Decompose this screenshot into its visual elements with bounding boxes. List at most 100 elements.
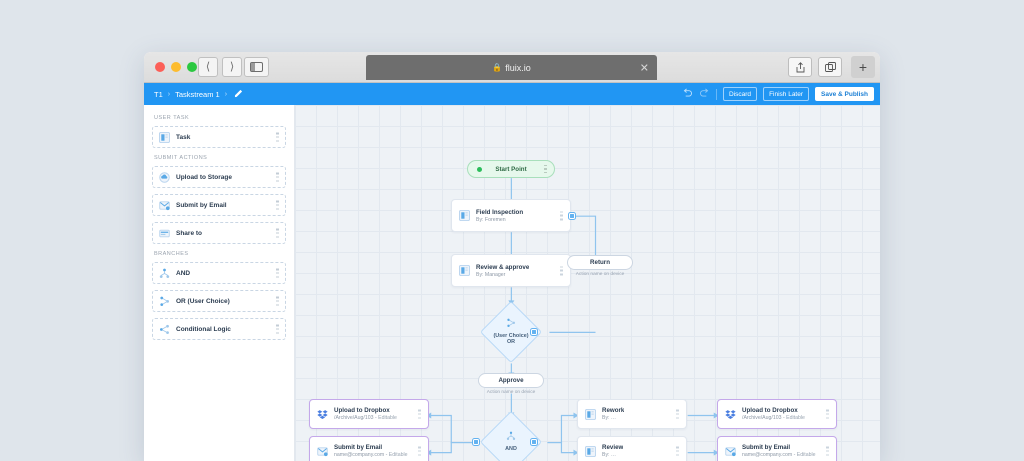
node-return-caption: Action name on device [575, 272, 625, 277]
tool-card-submit-by-email[interactable]: Submit by Email [152, 194, 286, 216]
undo-icon[interactable] [682, 88, 693, 100]
drag-handle-icon[interactable] [276, 324, 279, 334]
node-port-or-right[interactable] [531, 329, 537, 335]
app-header-bar: T1 › Taskstream 1 › [144, 83, 880, 105]
drag-handle-icon[interactable] [826, 409, 829, 419]
node-subtitle: By: … [602, 415, 617, 421]
node-upload-to-dropbox-left[interactable]: Upload to Dropbox /Archive/Aug/103 - Edi… [309, 399, 429, 429]
node-sep: - [793, 452, 796, 458]
node-subtitle: name@company.com - Editable [334, 452, 408, 458]
node-email: name@company.com [742, 452, 793, 458]
new-tab-icon[interactable]: + [851, 56, 875, 78]
drag-handle-icon[interactable] [826, 446, 829, 456]
sidebar-toggle-icon[interactable] [244, 57, 269, 77]
breadcrumb-item-taskstream[interactable]: Taskstream 1 [175, 89, 220, 99]
node-field-inspection[interactable]: Field Inspection By: Foremen [451, 199, 571, 232]
node-upload-to-dropbox-right[interactable]: Upload to Dropbox /Archive/Aug/103 - Edi… [717, 399, 837, 429]
tool-card-upload-to-storage[interactable]: Upload to Storage [152, 166, 286, 188]
node-editable-tag: Editable [388, 452, 408, 458]
node-approve[interactable]: Approve [478, 373, 544, 388]
node-sep: - [374, 415, 377, 421]
node-port-right[interactable] [569, 213, 575, 219]
node-start-point[interactable]: Start Point [467, 160, 555, 178]
node-port-and-left[interactable] [473, 439, 479, 445]
redo-icon[interactable] [699, 88, 710, 100]
drag-handle-icon[interactable] [418, 446, 421, 456]
drag-handle-icon[interactable] [276, 228, 279, 238]
drag-handle-icon[interactable] [276, 172, 279, 182]
node-submit-by-email-right[interactable]: Submit by Email name@company.com - Edita… [717, 436, 837, 461]
drag-handle-icon[interactable] [276, 296, 279, 306]
task-icon [585, 445, 596, 457]
drag-handle-icon[interactable] [276, 200, 279, 210]
drag-handle-icon[interactable] [276, 268, 279, 278]
email-icon [159, 200, 170, 211]
node-title: Submit by Email [742, 444, 791, 451]
email-icon [725, 446, 736, 457]
minimize-window-button[interactable] [171, 62, 181, 72]
drag-handle-icon[interactable] [560, 211, 563, 220]
node-review[interactable]: Review By: … [577, 436, 687, 461]
node-email: name@company.com [334, 452, 385, 458]
discard-button[interactable]: Discard [723, 87, 758, 101]
node-sep: - [782, 415, 785, 421]
node-subtitle: By: Foremen [476, 216, 506, 223]
node-title: Field Inspection [476, 208, 524, 216]
node-title: Upload to Dropbox [742, 407, 798, 414]
node-subtitle: /Archive/Aug/103 - Editable [334, 415, 397, 421]
drag-handle-icon[interactable] [418, 409, 421, 419]
tool-card-conditional-logic[interactable]: Conditional Logic [152, 318, 286, 340]
breadcrumb-separator-2: › [224, 90, 228, 98]
breadcrumb: T1 › Taskstream 1 › [154, 89, 243, 100]
finish-later-button[interactable]: Finish Later [763, 87, 810, 101]
workflow-canvas[interactable]: Start Point Field Inspection By: Foremen [295, 105, 880, 461]
tool-card-or-user-choice[interactable]: OR (User Choice) [152, 290, 286, 312]
drag-handle-icon[interactable] [676, 446, 679, 456]
node-title: Rework [602, 407, 625, 414]
drag-handle-icon[interactable] [676, 409, 679, 419]
node-subtitle: name@company.com - Editable [742, 452, 816, 458]
drag-handle-icon[interactable] [560, 266, 563, 275]
tools-sidebar: USER TASK Task SUBMIT ACTIONS [144, 105, 295, 461]
share-to-icon [159, 228, 170, 239]
window-traffic-lights [155, 62, 197, 72]
save-publish-button[interactable]: Save & Publish [815, 87, 874, 101]
tool-card-share-to[interactable]: Share to [152, 222, 286, 244]
panel-group-title-user-task: USER TASK [154, 115, 190, 121]
copy-tabs-icon[interactable] [818, 57, 842, 77]
tool-card-label: AND [176, 269, 191, 277]
forward-icon[interactable]: ⟩ [222, 57, 242, 77]
browser-tab-title: fluix.io [505, 62, 531, 73]
node-port-and-right[interactable] [531, 439, 537, 445]
node-return[interactable]: Return [567, 255, 633, 270]
node-rework[interactable]: Rework By: … [577, 399, 687, 429]
panel-group-title-submit-actions: SUBMIT ACTIONS [154, 155, 208, 161]
node-title: Upload to Dropbox [334, 407, 390, 414]
conditional-logic-icon [159, 324, 170, 335]
pencil-icon[interactable] [234, 89, 243, 100]
panel-group-title-branches: BRANCHES [154, 251, 189, 257]
tool-card-task[interactable]: Task [152, 126, 286, 148]
browser-tab[interactable]: 🔒 fluix.io ✕ [366, 55, 657, 80]
tool-card-label: OR (User Choice) [176, 297, 230, 305]
back-icon[interactable]: ⟨ [198, 57, 218, 77]
node-submit-by-email-left[interactable]: Submit by Email name@company.com - Edita… [309, 436, 429, 461]
and-branch-icon [159, 268, 170, 279]
breadcrumb-item-t1[interactable]: T1 [154, 89, 163, 99]
node-review-approve[interactable]: Review & approve By: Manager [451, 254, 571, 287]
tool-card-label: Submit by Email [176, 201, 227, 209]
toolbar-divider [716, 88, 718, 100]
close-icon[interactable]: ✕ [639, 62, 649, 74]
node-editable-tag: Editable [786, 415, 805, 421]
lock-icon: 🔒 [492, 63, 503, 72]
drag-handle-icon[interactable] [276, 132, 279, 142]
node-title: Review [602, 444, 624, 451]
tool-card-and[interactable]: AND [152, 262, 286, 284]
task-icon [459, 210, 470, 221]
maximize-window-button[interactable] [187, 62, 197, 72]
dropbox-icon [725, 409, 736, 420]
close-window-button[interactable] [155, 62, 165, 72]
share-icon[interactable] [788, 57, 812, 77]
browser-chrome-bar: ⟨ ⟩ 🔒 fluix.io ✕ [144, 52, 880, 83]
drag-handle-icon[interactable] [544, 165, 547, 173]
